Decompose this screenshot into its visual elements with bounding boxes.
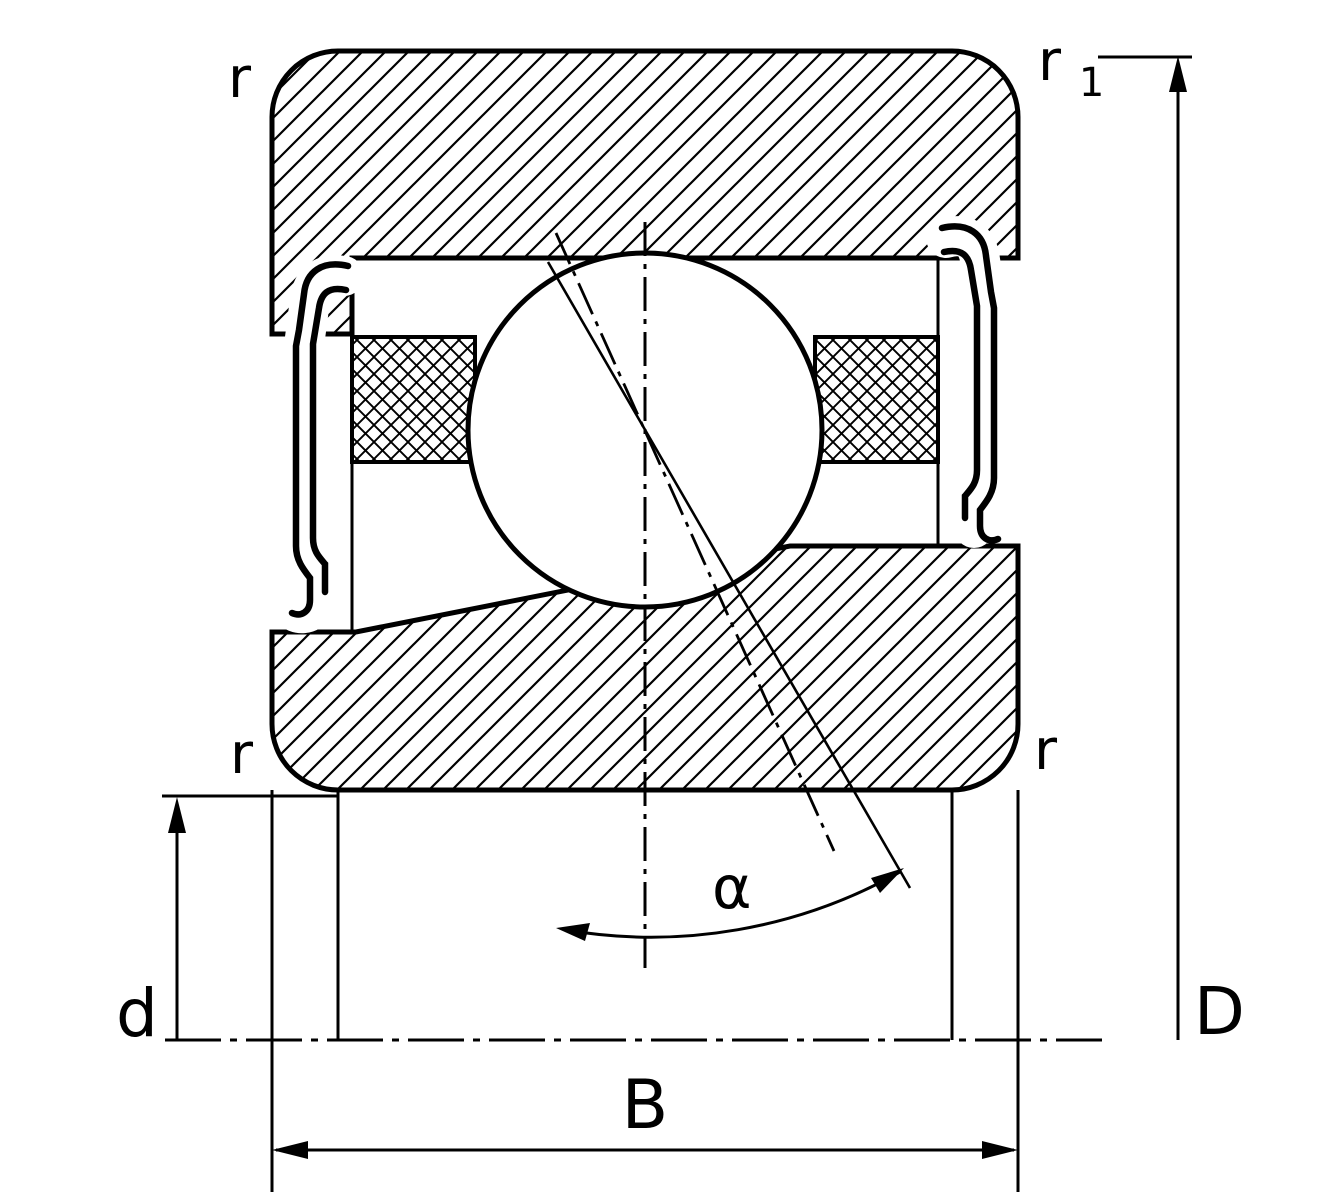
label-radius-bottom-right: r (1034, 718, 1058, 783)
dimension-width: B (272, 1066, 1018, 1159)
label-radius-bottom-left: r (230, 722, 254, 787)
seal-left (276, 255, 364, 634)
cage-left-section (350, 335, 477, 464)
seal-left-outer-profile (288, 261, 352, 618)
alpha-arc-arrowhead-right (871, 868, 904, 893)
dim-D-arrowhead (1169, 56, 1187, 92)
dimension-outer-diameter: D (1098, 55, 1245, 1050)
dim-B-arrowhead-left (272, 1141, 308, 1159)
seal-right-inner-profile (940, 247, 981, 522)
seal-right (926, 216, 1006, 548)
seal-left-inner-profile (309, 285, 350, 596)
label-contact-angle: α (712, 853, 752, 923)
alpha-arc-arrowhead-left (556, 923, 590, 941)
seal-right-outer-profile (938, 223, 1002, 544)
label-radius-r1: r 1 (1038, 29, 1104, 106)
cage-right-section (813, 335, 940, 464)
contact-angle-dimension: α (556, 853, 904, 941)
dimension-bore-diameter: d (116, 797, 186, 1052)
dim-d-arrowhead (168, 797, 186, 833)
label-r1-base: r (1038, 29, 1062, 94)
seal-right-clearance (926, 216, 1006, 548)
label-width: B (622, 1066, 669, 1145)
outer-ring-section (269, 48, 1021, 337)
contact-angle-line (546, 261, 912, 889)
contact-axis-centerline (554, 232, 836, 852)
dim-B-arrowhead-right (982, 1141, 1018, 1159)
label-r1-subscript: 1 (1079, 60, 1104, 106)
label-outer-diameter: D (1194, 973, 1245, 1050)
label-bore-diameter: d (116, 975, 158, 1052)
alpha-arc (565, 870, 901, 939)
label-radius-top-left: r (228, 46, 252, 111)
